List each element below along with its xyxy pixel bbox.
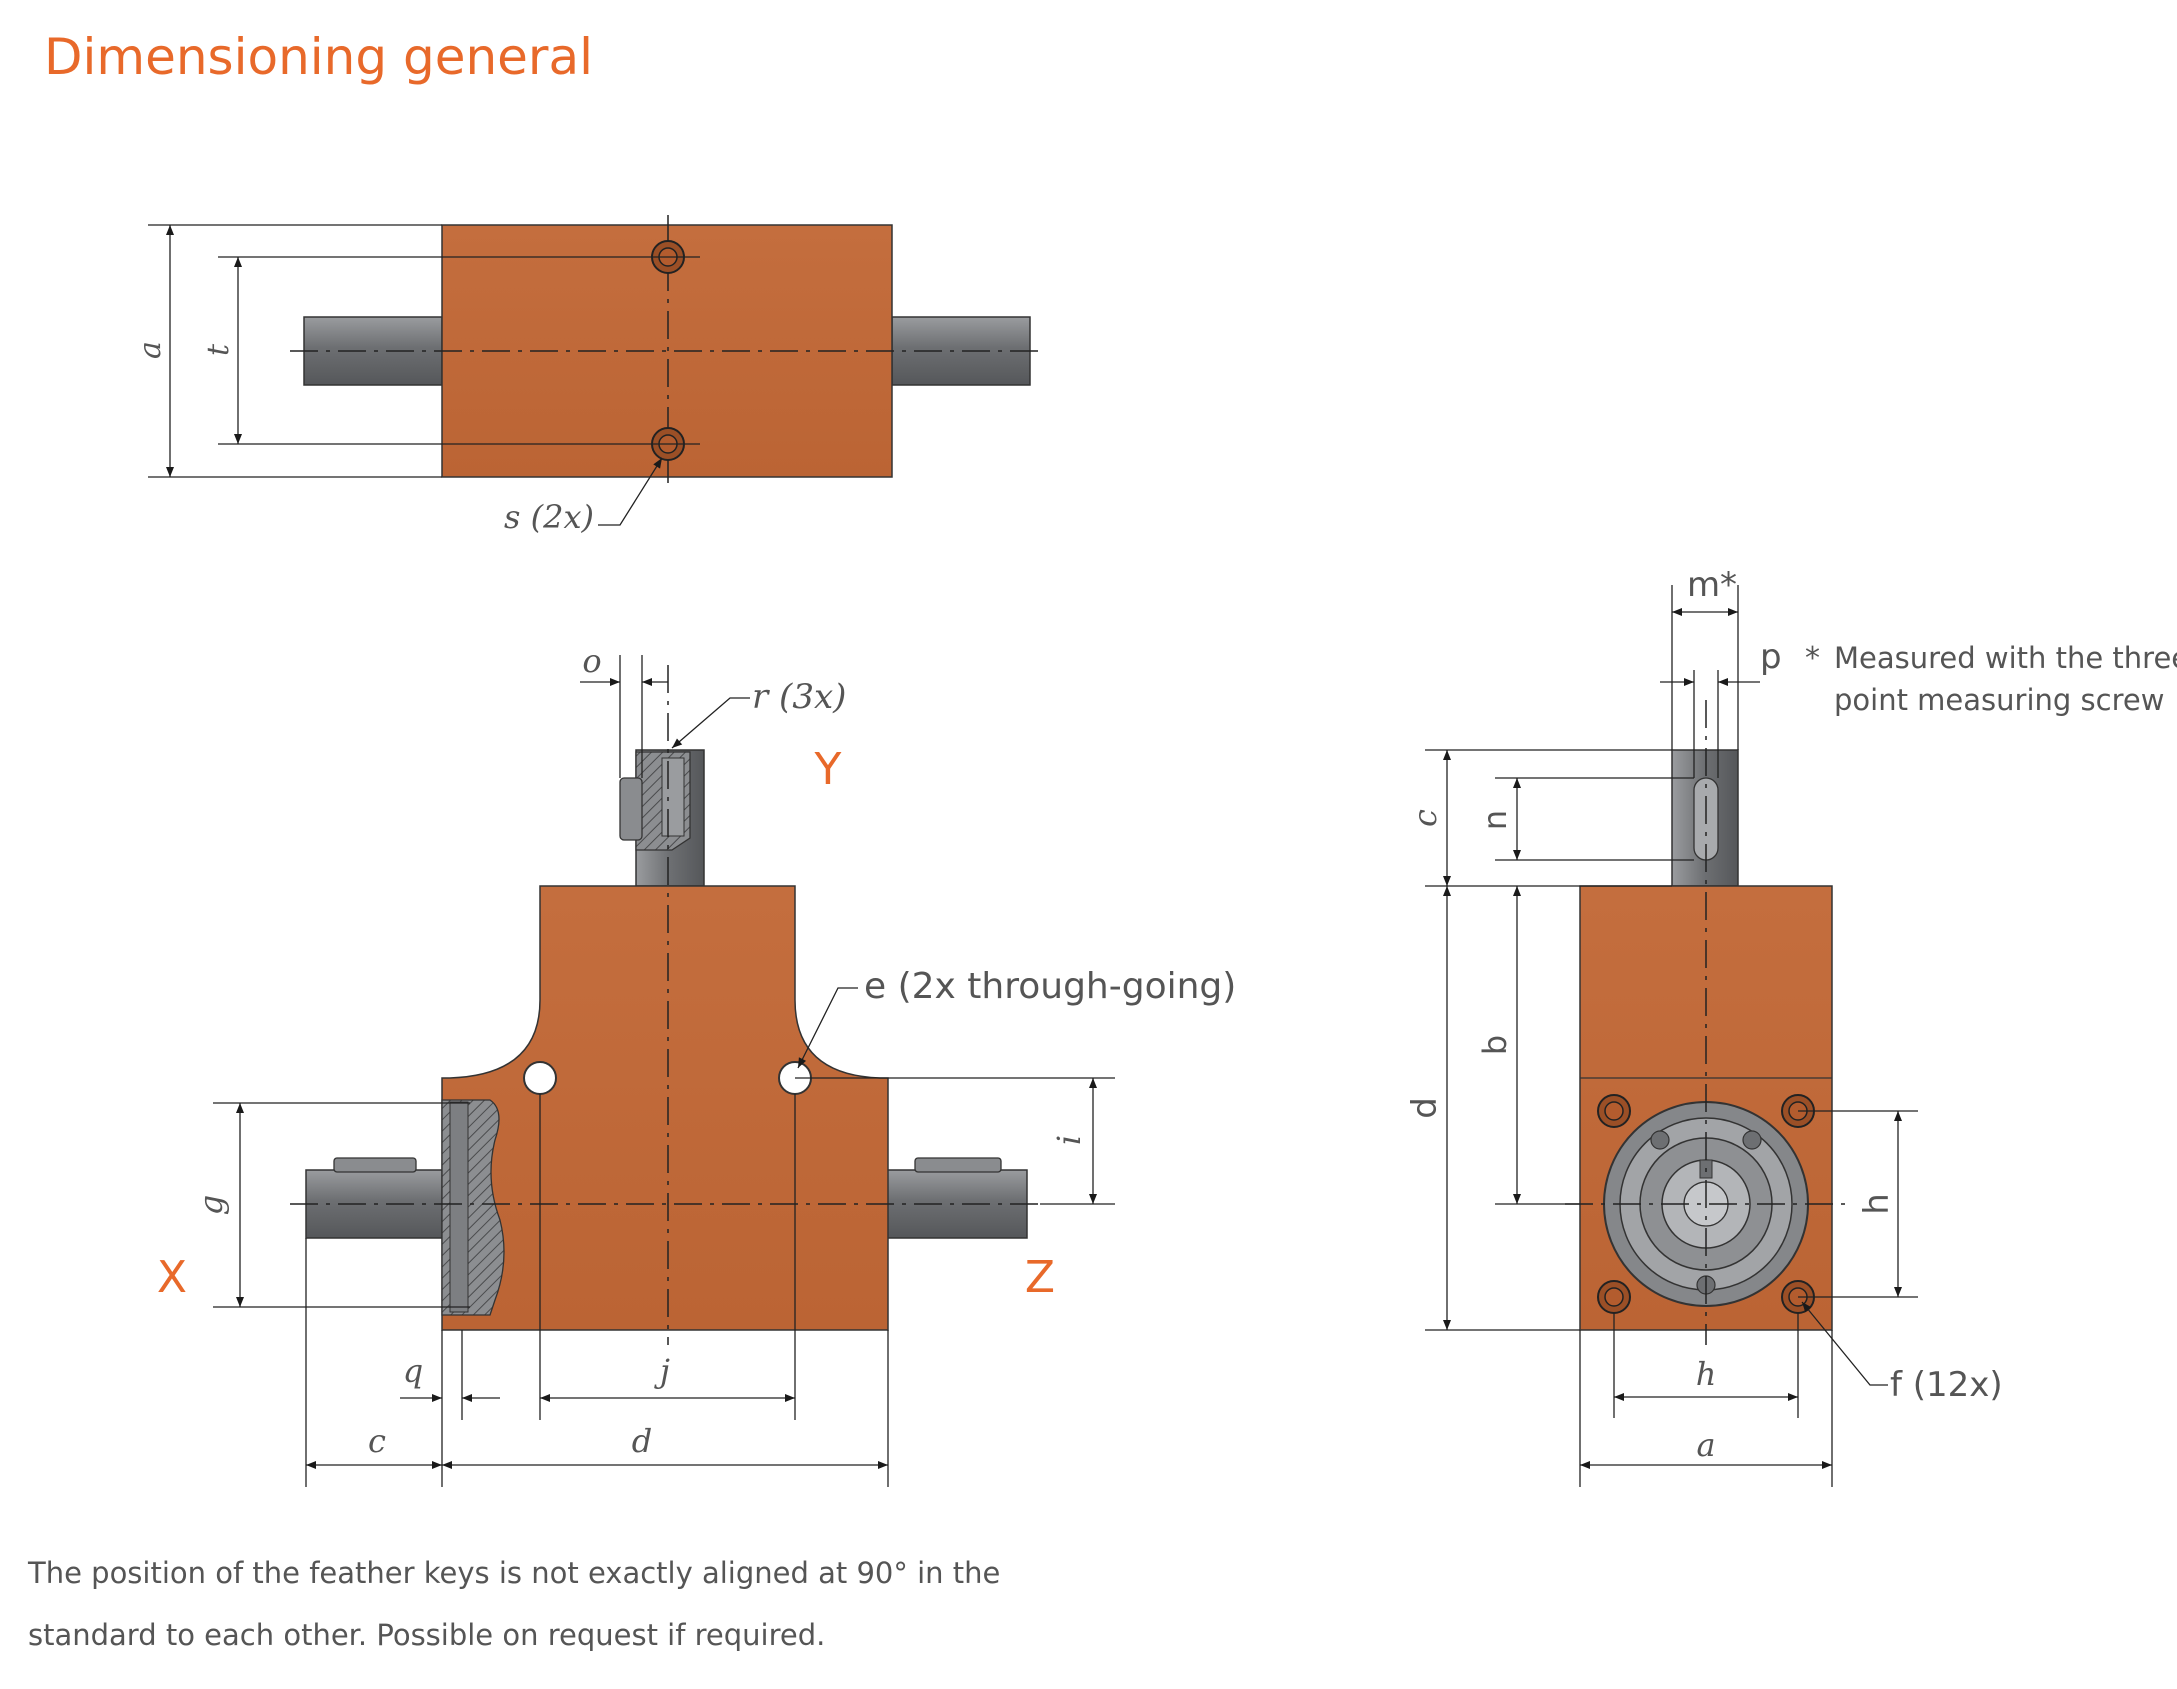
- dim-h-horizontal: h: [1696, 1355, 1717, 1393]
- top-view: a t s (2x): [133, 215, 1045, 536]
- dim-a-top: a: [133, 341, 168, 359]
- dim-a-side: a: [1696, 1426, 1715, 1464]
- front-view: o r (3x) e (2x through-going) i g q j c …: [157, 642, 1236, 1487]
- dim-h-vertical: h: [1857, 1193, 1897, 1215]
- dim-d-front: d: [632, 1422, 652, 1460]
- axis-y-label: Y: [814, 744, 842, 795]
- axis-x-label: X: [157, 1252, 187, 1303]
- page-title: Dimensioning general: [44, 28, 594, 86]
- top-left-shaft: [303, 316, 443, 386]
- dim-p: p: [1760, 637, 1782, 677]
- dim-q: q: [403, 1352, 423, 1390]
- label-e: e (2x through-going): [864, 966, 1236, 1007]
- front-right-key: [914, 1157, 1002, 1173]
- dim-d-side: d: [1405, 1097, 1445, 1119]
- dim-i: i: [1050, 1135, 1088, 1145]
- note-line-1: The position of the feather keys is not …: [28, 1556, 1001, 1590]
- footnote-line1: Measured with the three: [1834, 641, 2177, 675]
- front-hole-left: [523, 1061, 557, 1095]
- dim-m: m*: [1687, 565, 1737, 605]
- dim-n: n: [1476, 810, 1514, 830]
- label-s: s (2x): [504, 498, 594, 536]
- label-r: r (3x): [752, 677, 846, 717]
- footnote-star: *: [1805, 641, 1820, 676]
- top-right-shaft: [891, 316, 1031, 386]
- dim-j: j: [654, 1352, 670, 1390]
- dim-g: g: [192, 1195, 230, 1215]
- side-view: m* p c n b d h h a f (12x) * Measured wi…: [1405, 565, 2177, 1487]
- footnote-line2: point measuring screw: [1834, 683, 2164, 717]
- note-line-2: standard to each other. Possible on requ…: [28, 1618, 826, 1652]
- front-right-shaft: [886, 1169, 1028, 1239]
- dim-c-side: c: [1406, 809, 1444, 827]
- dim-o: o: [582, 642, 601, 680]
- front-left-key: [333, 1157, 417, 1173]
- dim-b: b: [1476, 1035, 1514, 1055]
- front-housing: [441, 885, 889, 1331]
- dim-t-top: t: [201, 343, 236, 356]
- dim-c-front: c: [368, 1422, 386, 1460]
- feather-key-note: The position of the feather keys is not …: [28, 1542, 1028, 1666]
- axis-z-label: Z: [1025, 1252, 1055, 1303]
- label-f: f (12x): [1890, 1365, 2003, 1405]
